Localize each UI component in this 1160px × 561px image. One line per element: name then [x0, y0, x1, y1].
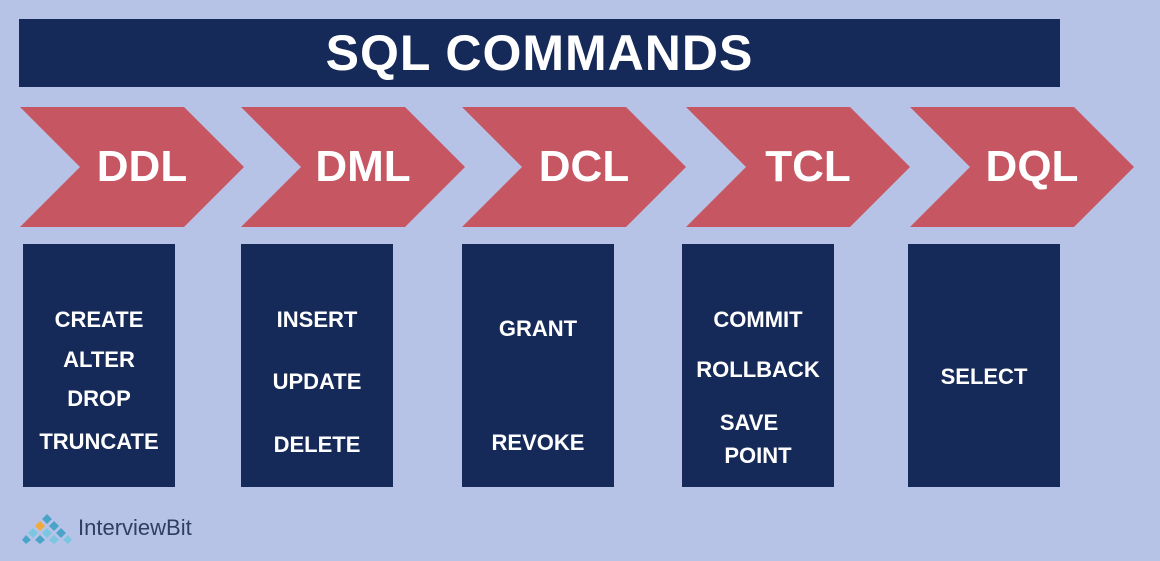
chevron-dml: DML: [241, 107, 465, 227]
chevron-label-ddl: DDL: [96, 142, 188, 191]
title-bar: SQL COMMANDS: [19, 19, 1060, 87]
interviewbit-logo: InterviewBit: [22, 510, 192, 546]
chevron-ddl: DDL: [20, 107, 244, 227]
command-commit: COMMIT: [713, 307, 803, 332]
chevron-label-dcl: DCL: [538, 142, 630, 191]
chevron-dql: DQL: [910, 107, 1134, 227]
card-dql: SELECT: [908, 244, 1060, 487]
command-revoke: REVOKE: [491, 430, 585, 455]
command-insert: INSERT: [276, 307, 358, 332]
command-alter: ALTER: [63, 347, 135, 372]
chevron-tcl: TCL: [686, 107, 910, 227]
logo-text: InterviewBit: [78, 515, 192, 540]
chevron-label-dml: DML: [315, 142, 411, 191]
page-title: SQL COMMANDS: [325, 25, 754, 81]
command-drop: DROP: [67, 386, 131, 411]
command-delete: DELETE: [273, 432, 361, 457]
command-rollback: ROLLBACK: [696, 357, 820, 382]
command-update: UPDATE: [272, 369, 362, 394]
command-select: SELECT: [940, 364, 1028, 389]
command-grant: GRANT: [498, 316, 578, 341]
command-truncate: TRUNCATE: [39, 429, 159, 454]
card-tcl: COMMIT ROLLBACK SAVE POINT: [682, 244, 834, 487]
chevron-label-dql: DQL: [985, 142, 1079, 191]
command-create: CREATE: [54, 307, 144, 332]
card-dcl: GRANT REVOKE: [462, 244, 614, 487]
card-dml: INSERT UPDATE DELETE: [241, 244, 393, 487]
chevron-dcl: DCL: [462, 107, 686, 227]
card-ddl: CREATE ALTER DROP TRUNCATE: [23, 244, 175, 487]
command-save: SAVE: [719, 410, 779, 435]
chevron-label-tcl: TCL: [765, 142, 851, 191]
command-point: POINT: [724, 443, 792, 468]
interviewbit-logo-icon: [22, 514, 72, 544]
